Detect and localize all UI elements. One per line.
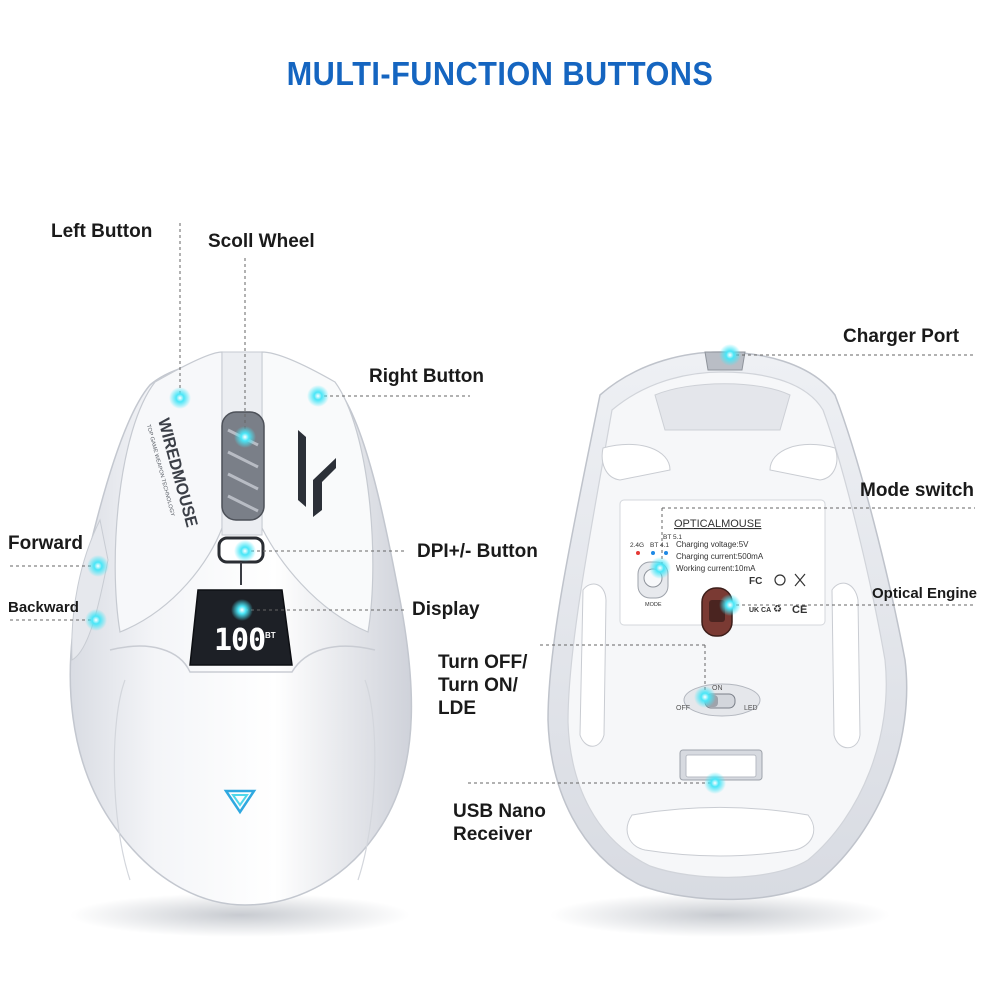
mode-24g: 2.4G <box>630 542 644 549</box>
marker-right-button <box>307 385 329 407</box>
marker-forward <box>87 555 109 577</box>
label-display: Display <box>412 599 480 620</box>
display-value: 100 <box>214 623 265 658</box>
glide-foot-top-left <box>601 444 671 481</box>
front-mouse-shadow <box>70 893 410 937</box>
mode-bt41: BT 4.1 <box>650 542 669 549</box>
label-right-button: Right Button <box>369 366 485 387</box>
display-mode: BT <box>265 631 276 640</box>
bin-crossed-icon <box>794 573 806 587</box>
label-backward: Backward <box>8 599 79 616</box>
glide-foot-bottom <box>626 807 815 857</box>
mode-label: MODE <box>645 602 662 608</box>
label-optical-engine: Optical Engine <box>872 585 978 602</box>
mouse-bottom-view: OPTICALMOUSE Charging voltage:5V Chargin… <box>547 351 908 901</box>
marker-scroll-wheel <box>234 426 256 448</box>
page-title: MULTI-FUNCTION BUTTONS <box>286 55 714 92</box>
spec-current: Charging current:500mA <box>676 552 764 561</box>
label-forward: Forward <box>8 533 83 554</box>
marker-usb <box>704 772 726 794</box>
led-bt51 <box>664 551 668 555</box>
cert-fc: FC <box>749 576 762 587</box>
sticker-title: OPTICALMOUSE <box>674 518 761 530</box>
marker-display <box>231 599 253 621</box>
spec-working: Working current:10mA <box>676 564 756 573</box>
label-usb-line1: USB Nano <box>453 801 546 822</box>
led-24g <box>636 551 640 555</box>
usb-receiver <box>685 754 757 778</box>
marker-dpi <box>234 540 256 562</box>
bottom-mouse-shadow <box>550 893 890 937</box>
label-scroll-wheel: Scoll Wheel <box>208 231 315 252</box>
recycle-icon: ♻ <box>773 604 782 615</box>
marker-optical <box>719 594 741 616</box>
led-bt41 <box>651 551 655 555</box>
marker-left-button <box>169 387 191 409</box>
marker-charger <box>719 344 741 366</box>
glide-foot-right <box>831 582 861 749</box>
label-left-button: Left Button <box>51 221 153 242</box>
label-power-line3: LDE <box>438 698 476 719</box>
mode-bt51: BT 5.1 <box>663 534 682 541</box>
display-panel <box>189 589 293 666</box>
label-power-line2: Turn ON/ <box>438 675 518 696</box>
switch-on-label: ON <box>712 685 723 692</box>
switch-led-label: LED <box>744 705 758 712</box>
marker-backward <box>85 609 107 631</box>
label-usb-line2: Receiver <box>453 824 533 845</box>
label-power-line1: Turn OFF/ <box>438 652 528 673</box>
callout-lines <box>10 223 975 784</box>
marker-mode-switch <box>649 557 671 579</box>
glide-foot-top-right <box>769 444 838 481</box>
switch-off-label: OFF <box>676 705 690 712</box>
right-button-graphic <box>298 430 306 507</box>
label-dpi-button: DPI+/- Button <box>417 541 538 562</box>
glide-foot-left <box>579 583 607 747</box>
callout-markers <box>85 344 741 794</box>
marker-power <box>694 686 716 708</box>
spec-voltage: Charging voltage:5V <box>676 540 749 549</box>
recycle-circle-icon <box>774 574 786 586</box>
cert-ukca: UK CA <box>749 607 771 614</box>
label-mode-switch: Mode switch <box>860 480 975 501</box>
cert-ce: CE <box>792 604 807 616</box>
brand-logo-icon <box>223 789 257 815</box>
label-charger-port: Charger Port <box>843 326 960 347</box>
